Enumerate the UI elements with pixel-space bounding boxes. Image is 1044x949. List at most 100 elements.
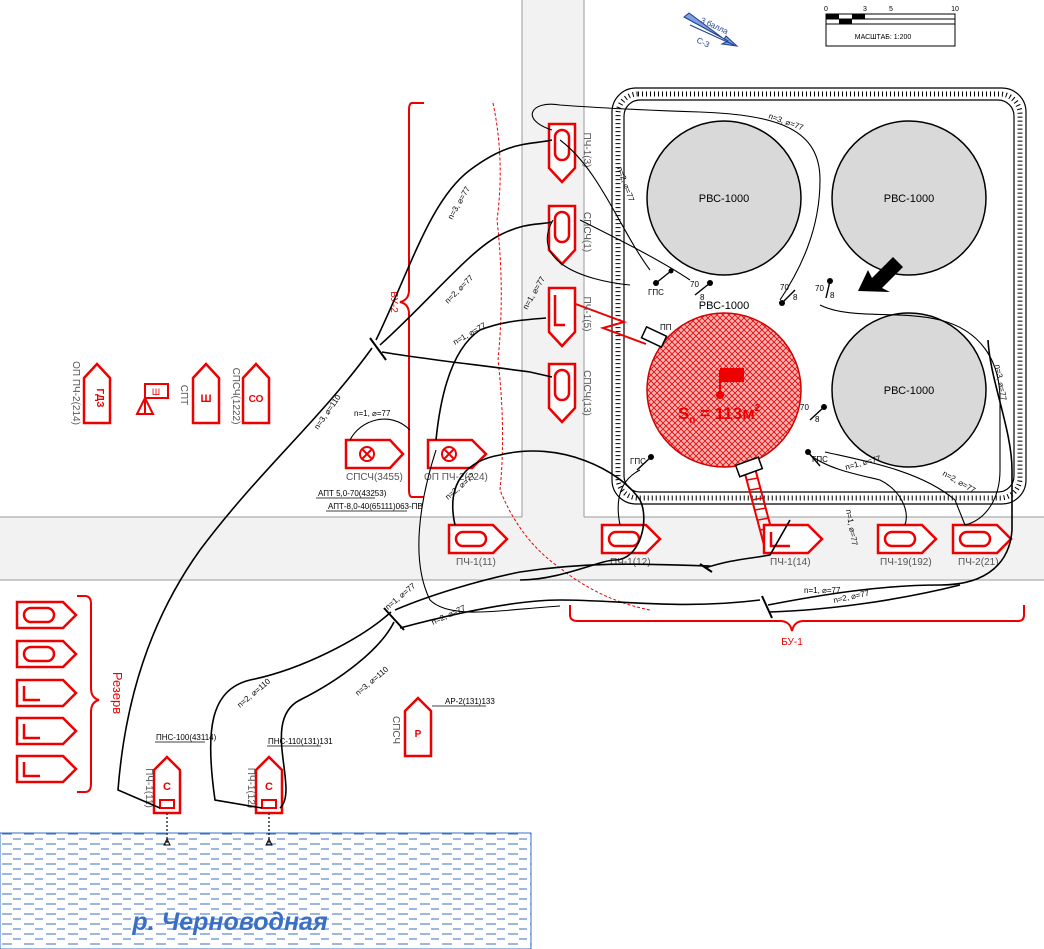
- svg-text:ПЧ-19(192): ПЧ-19(192): [880, 557, 932, 568]
- svg-text:70: 70: [780, 283, 789, 292]
- hose-branches: [369, 337, 773, 631]
- svg-text:ПП: ПП: [660, 323, 672, 332]
- side-truck-2[interactable]: СПСЧ(1): [547, 204, 592, 266]
- svg-text:n=3, ⌀=110: n=3, ⌀=110: [312, 393, 343, 432]
- tank-farm-embankment: [611, 87, 1027, 505]
- svg-text:СПСЧ(13): СПСЧ(13): [581, 370, 592, 416]
- pump-station-2[interactable]: С ПЧ-1(12) ПНС-110(131)131: [245, 737, 333, 846]
- svg-text:10: 10: [951, 6, 959, 13]
- gdzs-unit[interactable]: ГДЗ ОП ПЧ-2(214): [70, 361, 112, 425]
- svg-text:С: С: [163, 781, 171, 793]
- reserve-truck-3[interactable]: [15, 678, 78, 708]
- combat-section-bu1: БУ-1: [569, 605, 1025, 648]
- fire-area-sub: п: [689, 415, 695, 426]
- reserve-truck-5[interactable]: [15, 754, 78, 784]
- tank-4-label: РВС-1000: [884, 385, 934, 397]
- gdzs-caption: ОП ПЧ-2(214): [70, 361, 81, 425]
- reserve-trucks: [15, 600, 78, 784]
- reserve-truck-4[interactable]: [15, 716, 78, 746]
- svg-text:0: 0: [824, 6, 828, 13]
- svg-text:Ш: Ш: [200, 393, 211, 405]
- svg-text:МАСШТАБ: 1:200: МАСШТАБ: 1:200: [855, 34, 912, 41]
- reserve-truck-2[interactable]: [15, 639, 78, 669]
- side-truck-1[interactable]: ПЧ-1(3): [547, 122, 592, 184]
- river: р. Черноводная: [0, 832, 532, 949]
- bottom-trucks: ПЧ-1(11) ПЧ-1(12) ПЧ-1(14) ПЧ-19(192) ПЧ…: [447, 523, 1013, 568]
- pump-stations: С ПЧ-1(11) ПНС-100(43114) С ПЧ-1(12) ПНС…: [143, 733, 333, 846]
- so-unit[interactable]: СО СПСЧ(1222): [230, 362, 271, 425]
- bu1-label: БУ-1: [781, 637, 803, 648]
- side-truck-4[interactable]: СПСЧ(13): [547, 362, 592, 424]
- svg-text:ПЧ-1(14): ПЧ-1(14): [770, 557, 811, 568]
- svg-text:АР-2(131)133: АР-2(131)133: [445, 697, 495, 706]
- bottom-truck-2[interactable]: ПЧ-1(12): [600, 523, 662, 568]
- svg-text:ПНС-110(131)131: ПНС-110(131)131: [268, 737, 333, 746]
- reserve-truck-1[interactable]: [15, 600, 78, 630]
- tanks: РВС-1000 РВС-1000 РВС-1000 Sп = 113м2 РВ…: [646, 120, 987, 468]
- tank-1[interactable]: РВС-1000: [646, 120, 802, 276]
- svg-text:ГПС: ГПС: [812, 455, 828, 464]
- wind-indicator: 3 балла С-З: [683, 12, 739, 50]
- svg-text:ПЧ-1(5): ПЧ-1(5): [581, 297, 592, 332]
- roads: [0, 0, 1044, 581]
- svg-text:5: 5: [889, 6, 893, 13]
- tank-2-label: РВС-1000: [884, 193, 934, 205]
- pump-station-1[interactable]: С ПЧ-1(11) ПНС-100(43114): [143, 733, 217, 846]
- left-units: ГДЗ ОП ПЧ-2(214) Ш СПТ Ш СО СПСЧ(1222): [70, 361, 271, 425]
- lightning-icon: [572, 302, 647, 345]
- foam-truck-1[interactable]: СПСЧ(3455): [344, 438, 405, 483]
- bottom-truck-3[interactable]: ПЧ-1(14): [762, 523, 824, 568]
- attack-direction-arrow-icon: [858, 257, 903, 292]
- svg-text:ПЧ-1(11): ПЧ-1(11): [143, 768, 154, 808]
- svg-text:ОП ПЧ-2(224): ОП ПЧ-2(224): [424, 472, 488, 483]
- tank-3-burning[interactable]: РВС-1000 Sп = 113м2: [646, 300, 802, 468]
- bottom-truck-5[interactable]: ПЧ-2(21): [951, 523, 1013, 568]
- scale-bar: 0 3 5 10 МАСШТАБ: 1:200: [824, 6, 959, 47]
- svg-text:ПНС-100(43114): ПНС-100(43114): [156, 733, 217, 742]
- reserve-label: Резерв: [110, 672, 125, 714]
- foam-generator-left: ПП: [640, 323, 672, 349]
- bottom-truck-1[interactable]: ПЧ-1(11): [447, 523, 509, 568]
- foam-lift-ladder: [734, 456, 776, 546]
- svg-text:n=3, ⌀=110: n=3, ⌀=110: [354, 664, 391, 697]
- svg-text:n=2, ⌀=77: n=2, ⌀=77: [941, 469, 978, 495]
- svg-text:n=1, ⌀=77: n=1, ⌀=77: [844, 454, 882, 472]
- svg-text:ПЧ-2(21): ПЧ-2(21): [958, 557, 999, 568]
- svg-text:n=2, ⌀=110: n=2, ⌀=110: [236, 676, 273, 709]
- ladder-unit[interactable]: Р СПСЧ АР-2(131)133: [390, 696, 495, 758]
- svg-text:n=2, ⌀=77: n=2, ⌀=77: [430, 603, 467, 627]
- svg-text:70: 70: [690, 280, 699, 289]
- svg-text:АПТ 5,0-70(43253): АПТ 5,0-70(43253): [318, 489, 387, 498]
- spt-flag-unit[interactable]: Ш СПТ: [135, 383, 189, 415]
- river-label: р. Черноводная: [131, 908, 328, 936]
- svg-text:СПСЧ(1): СПСЧ(1): [581, 212, 592, 252]
- svg-text:8: 8: [700, 293, 705, 302]
- tank-1-label: РВС-1000: [699, 193, 749, 205]
- reserve-brace: Резерв: [77, 595, 125, 793]
- svg-text:СПСЧ(1222): СПСЧ(1222): [230, 368, 241, 425]
- svg-text:70: 70: [815, 284, 824, 293]
- tank-3-label: РВС-1000: [699, 300, 749, 312]
- svg-text:СПТ: СПТ: [178, 385, 189, 406]
- foam-units: СПСЧ(3455) ОП ПЧ-2(224) АПТ 5,0-70(43253…: [316, 438, 488, 512]
- svg-text:n=1, ⌀=77: n=1, ⌀=77: [354, 409, 391, 418]
- tank-4[interactable]: РВС-1000: [831, 312, 987, 468]
- svg-text:ПЧ-1(12): ПЧ-1(12): [245, 768, 256, 809]
- svg-text:СО: СО: [249, 394, 264, 405]
- fire-flag-icon: [716, 368, 744, 399]
- svg-text:8: 8: [830, 291, 835, 300]
- svg-text:ПЧ-1(12): ПЧ-1(12): [610, 557, 651, 568]
- svg-text:С-З: С-З: [695, 36, 711, 50]
- svg-text:ПЧ-1(11): ПЧ-1(11): [456, 557, 496, 568]
- svg-text:СПСЧ: СПСЧ: [390, 716, 401, 744]
- side-trucks: ПЧ-1(3) СПСЧ(1) ПЧ-1(5) СПСЧ(13): [547, 122, 592, 424]
- spt-truck-unit[interactable]: Ш: [191, 362, 221, 425]
- side-truck-3[interactable]: ПЧ-1(5): [547, 286, 592, 348]
- svg-text:ГДЗ: ГДЗ: [94, 389, 105, 408]
- bottom-truck-4[interactable]: ПЧ-19(192): [876, 523, 938, 568]
- svg-text:АПТ-8,0-40(65111)063-ПВ: АПТ-8,0-40(65111)063-ПВ: [328, 502, 423, 511]
- foam-truck-2[interactable]: ОП ПЧ-2(224): [424, 438, 488, 483]
- tank-2[interactable]: РВС-1000: [831, 120, 987, 276]
- svg-text:n=1, ⌀=77: n=1, ⌀=77: [452, 320, 489, 346]
- svg-text:70: 70: [800, 403, 809, 412]
